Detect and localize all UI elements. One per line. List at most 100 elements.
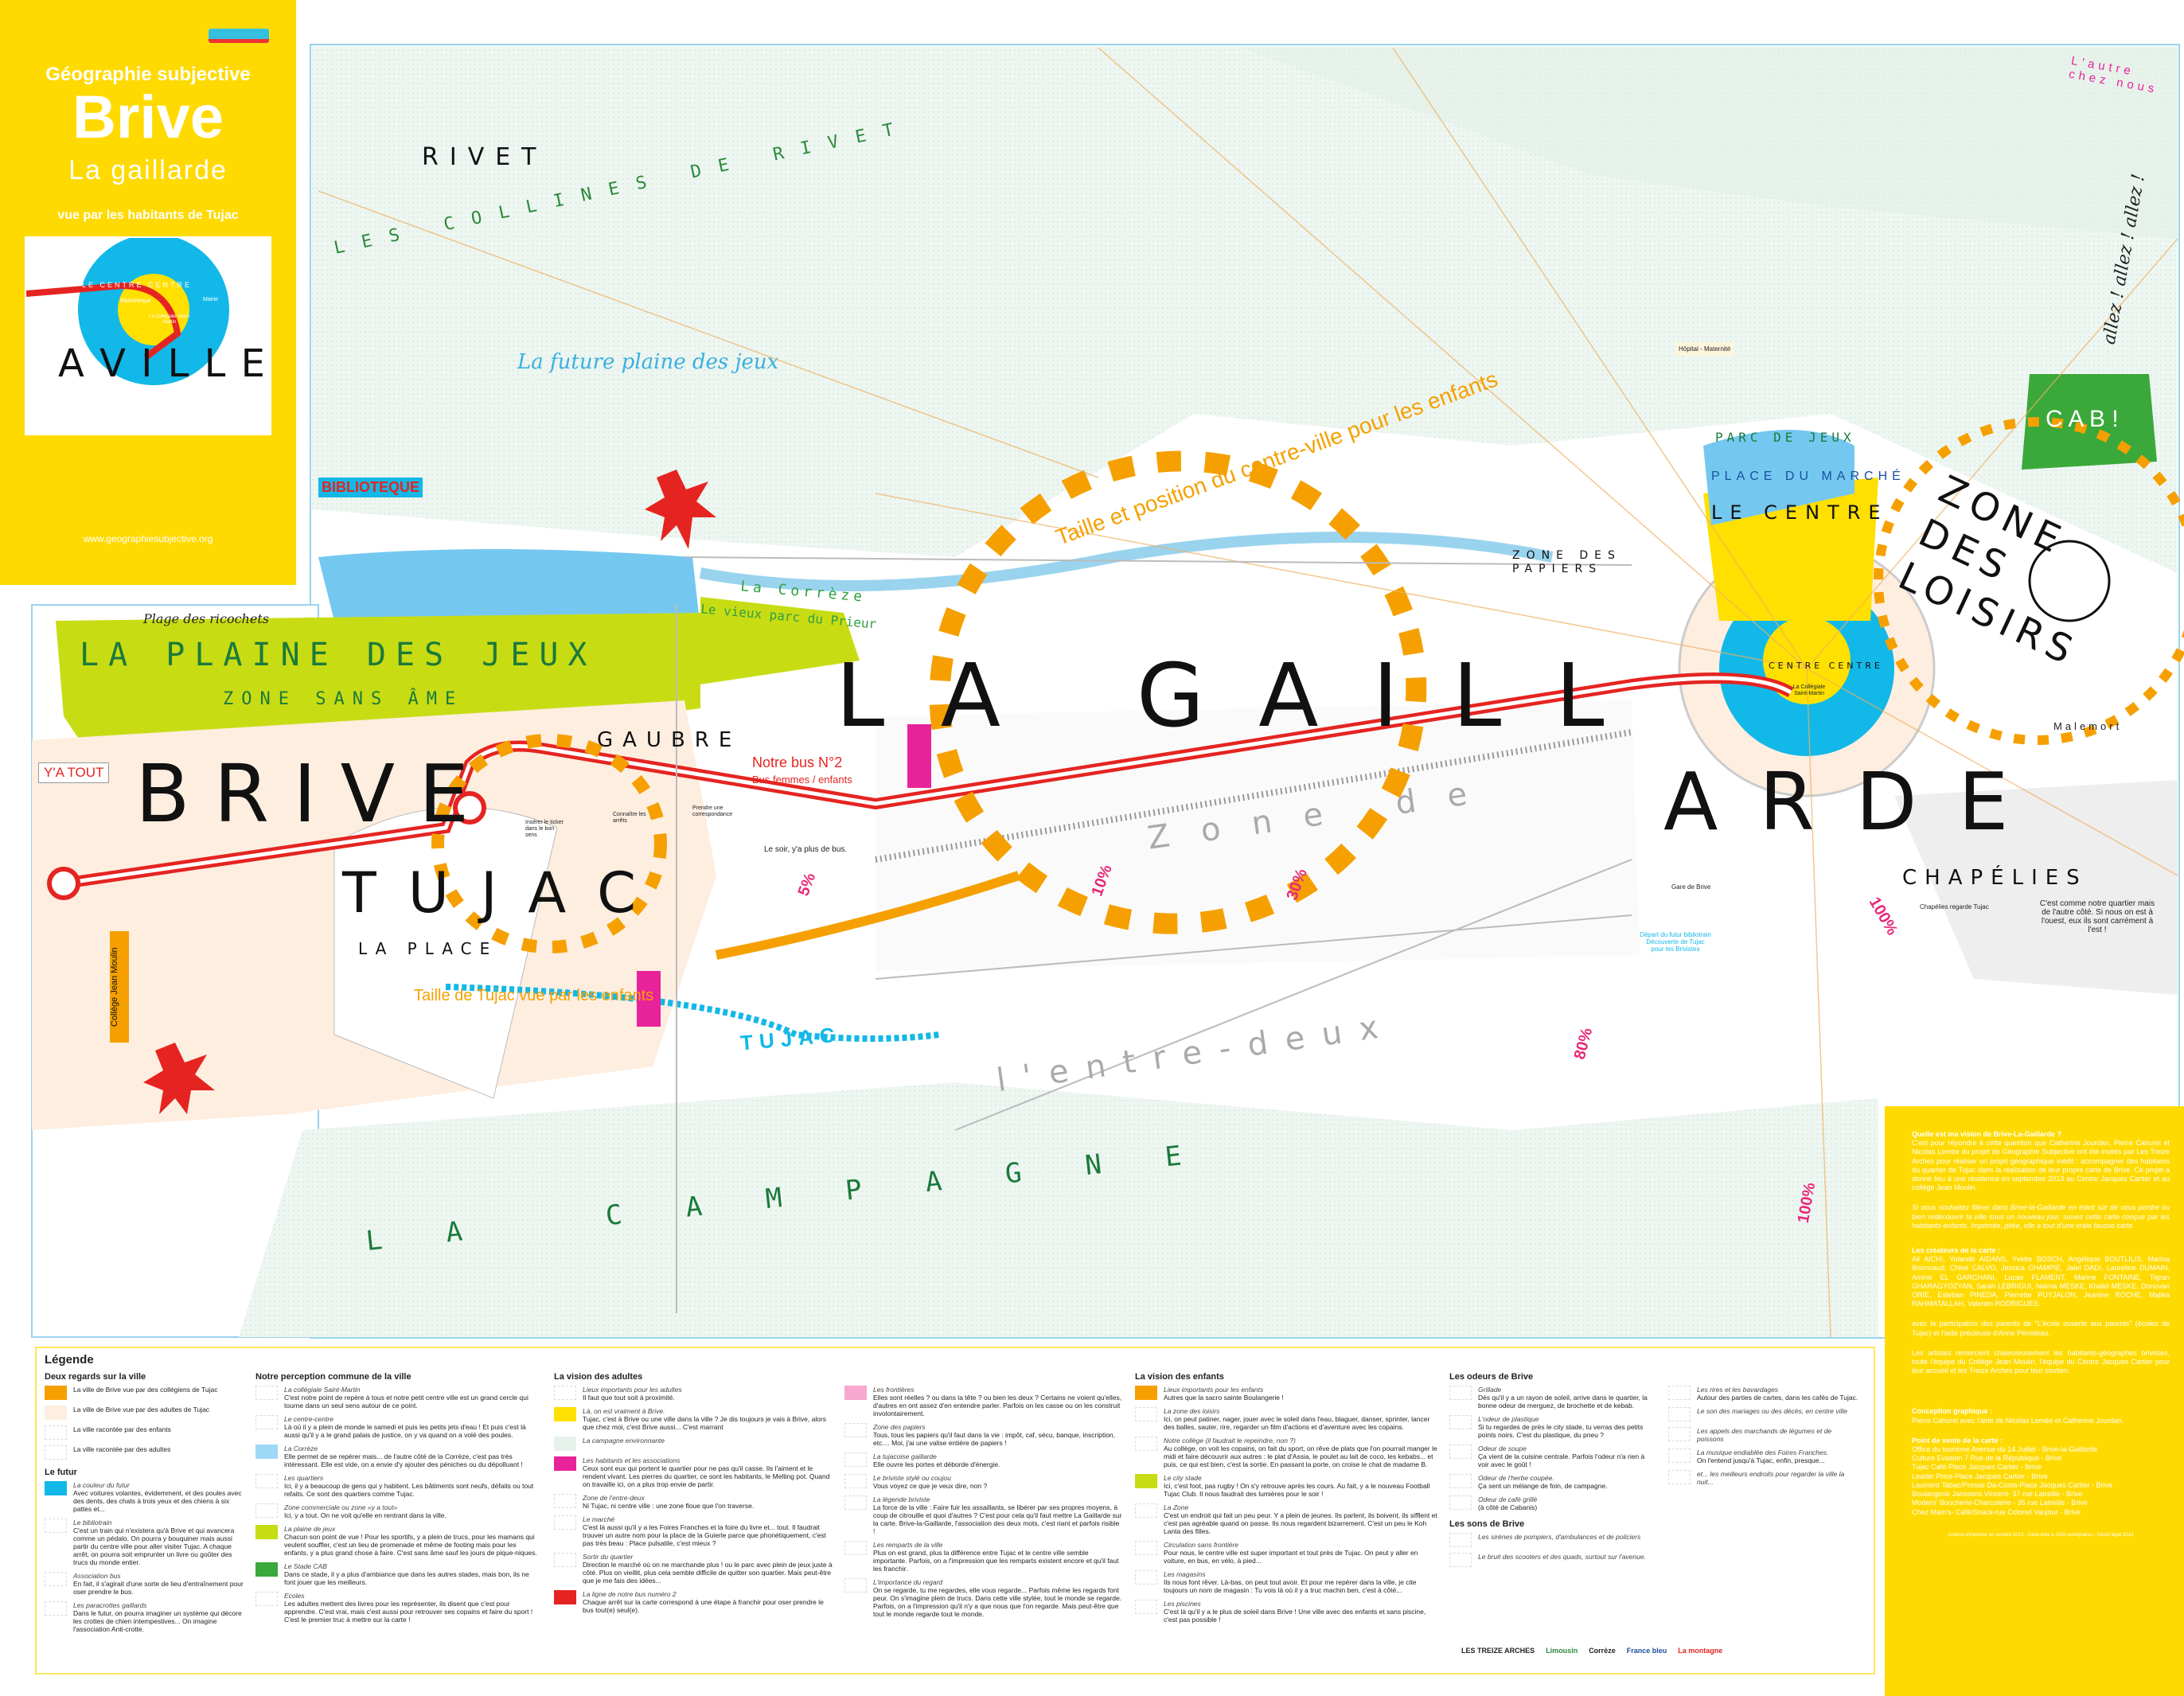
legend-item-text: Ici, y a tout. On ne voit qu'elle en ren… <box>284 1511 447 1519</box>
bus-stop-label: Connaître les arrêts <box>613 812 646 824</box>
legend-swatch-icon <box>1135 1407 1157 1421</box>
legend-swatch-icon <box>844 1541 867 1555</box>
legend-swatch-icon <box>45 1386 67 1400</box>
legend-item-title: Le Stade CAB <box>284 1562 327 1570</box>
thumb-label: Mairie <box>203 297 219 302</box>
legend-item-text: Il faut que tout soit à proximité. <box>583 1394 675 1402</box>
thumb-label: La Collégiale Saint-Martin <box>148 314 191 325</box>
legend-item-text: Dès qu'il y a un rayon de soleil, arrive… <box>1478 1394 1648 1409</box>
legend-item-title: Association bus <box>73 1572 121 1580</box>
label-arde: A R D E <box>1663 755 2017 848</box>
legend-section-heading: Notre perception commune de la ville <box>255 1372 411 1382</box>
legend-swatch-icon <box>45 1572 67 1586</box>
legend-item-title: Lieux importants pour les adultes <box>583 1386 682 1394</box>
legend-section-heading <box>1668 1372 1859 1382</box>
legend-section-heading: Le futur <box>45 1468 77 1477</box>
legend-swatch-icon <box>45 1519 67 1533</box>
legend-item-title: Les piscines <box>1164 1600 1201 1608</box>
legend-item-text: Plus on est grand, plus la différence en… <box>873 1549 1119 1573</box>
legend-item-title: Zone commerciale ou zone «y a tout» <box>284 1503 398 1511</box>
bus-icon <box>209 29 269 43</box>
legend-item: Notre collège (il faudrait le repeindre,… <box>1135 1437 1437 1468</box>
label-chapelies: CHAPÉLIES <box>1902 866 2088 890</box>
legend-item-title: Odeur de soupe <box>1478 1445 1527 1452</box>
centre-size-ellipse <box>929 450 1427 934</box>
legend-item-title: Le city stade <box>1164 1474 1202 1482</box>
legend-item: Le bruit des scooters et des quads, surt… <box>1449 1553 1656 1567</box>
legend-swatch-icon <box>1135 1600 1157 1614</box>
bus-stop-icon <box>453 791 486 825</box>
legend-item-text: Pour nous, le centre ville est super imp… <box>1164 1549 1418 1565</box>
colophon: Achevé d'imprimer en octobre 2013 - Cart… <box>1948 1532 2134 1538</box>
parents-text: avec la participation des parents de "L'… <box>1912 1320 2170 1337</box>
info-panel: Quelle est ma vision de Brive-La-Gaillar… <box>1885 1106 2184 1696</box>
sale-location: Laumont Tabac/Presse Da-Costa-Place Jacq… <box>1912 1480 2112 1489</box>
legend-swatch-icon <box>844 1578 867 1593</box>
sale-location: Office du tourisme Avenue du 14 Juillet … <box>1912 1445 2098 1454</box>
legend-swatch-icon <box>255 1503 278 1518</box>
chapelies-eye-label: Chapélies regarde Tujac <box>1920 903 1989 910</box>
website-url[interactable]: www.geographiesubjective.org <box>83 533 213 544</box>
legend-swatch-icon <box>1668 1407 1691 1421</box>
legend-item-text: En fait, il s'agirait d'une sorte de lie… <box>73 1580 244 1596</box>
label-tujac: TUJAC <box>342 860 668 926</box>
legend-item-text: Les adultes mettent des livres pour les … <box>284 1600 533 1624</box>
legend-swatch-icon <box>255 1525 278 1539</box>
legend-item-title: Les remparts de la ville <box>873 1541 943 1549</box>
legend-item-text: Avec voitures volantes, évidemment, et d… <box>73 1489 242 1513</box>
legend-item-text: C'est un endroit qui fait un peu peur. Y… <box>1164 1511 1437 1535</box>
thumb-label: LE CENTRE CENTRE <box>82 281 193 289</box>
legend-swatch-icon <box>1449 1415 1472 1429</box>
sale-location: Boulangerie Janssens Vincent- 37 rue Lat… <box>1912 1490 2083 1499</box>
label-la-place: LA PLACE <box>358 939 498 958</box>
legend-item-title: Les frontières <box>873 1386 915 1394</box>
legend-swatch-icon <box>1135 1541 1157 1555</box>
scooter-noise-icon <box>645 470 716 549</box>
legend-item-title: Les paracrottes gaillards <box>73 1601 147 1609</box>
sale-location: Leader Price-Place Jacques Cartier - Bri… <box>1912 1472 2048 1480</box>
legend-item-text: Elle permet de se repérer mais... de l'a… <box>284 1452 523 1468</box>
legend-item-title: Sortir du quartier <box>583 1553 634 1561</box>
chapelies-note: C'est comme notre quartier mais de l'aut… <box>2039 899 2155 934</box>
legend-item-title: La ligne de notre bus numéro 2 <box>583 1590 677 1598</box>
legend-item-text: Dans ce stade, il y a plus d'ambiance qu… <box>284 1570 529 1586</box>
legend-item-text: Au collège, on voit les copains, on fait… <box>1164 1445 1437 1468</box>
legend-swatch-icon <box>1449 1553 1472 1567</box>
football-icon <box>2028 540 2111 622</box>
label-bus-sub: Bus femmes / enfants <box>752 774 852 786</box>
legend-swatch-icon <box>554 1515 576 1530</box>
creators-title: Les créateurs de la carte : <box>1912 1246 2001 1255</box>
legend-item-text: Ça vient de la cuisine centrale. Parfois… <box>1478 1452 1645 1468</box>
legend-item: Les appels des marchands de légumes et d… <box>1668 1427 1859 1443</box>
legend-item: La ville de Brive vue par des adultes de… <box>45 1406 244 1420</box>
cover-title: Brive <box>72 84 224 151</box>
label-tujac-size: Taille de Tujac vue par les enfants <box>414 987 654 1004</box>
legend-item-title: La plaine de jeux <box>284 1525 336 1533</box>
legend-item-title: Les magasins <box>1164 1570 1206 1578</box>
legend-swatch-icon <box>255 1445 278 1459</box>
legend-item-title: Zone des papiers <box>873 1423 926 1431</box>
info-italic-text: Si vous souhaitez flâner dans Brive-la-G… <box>1912 1203 2170 1230</box>
legend-item-title: Circulation sans frontière <box>1164 1541 1239 1549</box>
legend-item-title: L'odeur de plastique <box>1478 1415 1539 1423</box>
circulation-arrow <box>715 871 1020 960</box>
label-bus-title: Notre bus N°2 <box>752 754 843 770</box>
legend-item-title: Les rires et les bavardages <box>1697 1386 1779 1394</box>
legend-item: La ville de Brive vue par des collégiens… <box>45 1386 244 1400</box>
legend-item-title: Le bibliotrain <box>73 1519 112 1526</box>
bus-stop-icon <box>47 867 80 900</box>
legend-item-text: On se regarde, tu me regardes, elle vous… <box>873 1586 1122 1618</box>
